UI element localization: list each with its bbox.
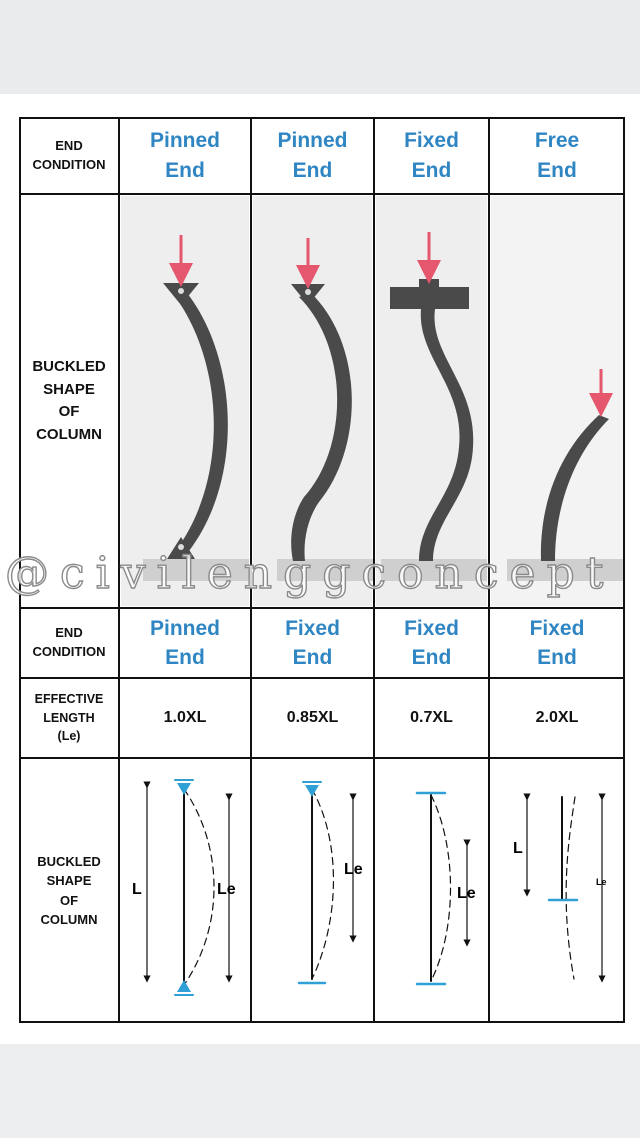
- condition-line: Pinned: [149, 616, 220, 640]
- label-line: COLUMN: [40, 912, 98, 927]
- pin-support-icon: [177, 980, 191, 992]
- condition-line: Free: [534, 129, 580, 153]
- label-line: OF: [59, 892, 79, 908]
- label-line: OF: [58, 403, 80, 420]
- label-line: END: [55, 137, 83, 153]
- watermark: @civilenggconcept: [4, 547, 615, 599]
- label-line: EFFECTIVE: [34, 691, 104, 706]
- photo-bg-2: [253, 196, 372, 606]
- label-line: COLUMN: [36, 425, 102, 443]
- condition-line: Pinned: [149, 129, 220, 153]
- base-plate: [381, 559, 487, 581]
- condition-line: End: [165, 158, 205, 182]
- base-plate: [143, 559, 249, 581]
- label-line: CONDITION: [32, 156, 106, 172]
- diagram-4-l-label: L: [513, 840, 523, 857]
- condition-line: End: [292, 646, 333, 669]
- condition-line: Fixed: [404, 129, 459, 153]
- row-label-end-condition-bottom: END CONDITION: [19, 608, 119, 678]
- label-line: BUCKLED: [32, 358, 106, 375]
- label-line: (Le): [57, 729, 81, 744]
- effective-length-value: 1.0XL: [163, 709, 207, 726]
- condition-line: End: [537, 158, 577, 182]
- condition-line: Fixed: [404, 616, 459, 640]
- diagram-1-l-label: L: [132, 881, 142, 898]
- condition-line: End: [411, 158, 452, 182]
- table-grid-lines: [19, 117, 625, 1023]
- label-line: SHAPE: [43, 380, 95, 398]
- label-line: CONDITION: [32, 644, 106, 659]
- pin-support-icon: [305, 785, 319, 797]
- condition-line: Fixed: [529, 616, 585, 640]
- condition-line: End: [411, 646, 452, 669]
- top-fixed-plate: [390, 287, 469, 309]
- effective-length-col-2: 0.85XL: [251, 678, 374, 758]
- diagram-fixed-fixed: [415, 791, 471, 986]
- effective-length-col-4: 2.0XL: [489, 678, 625, 758]
- column-photo-1: [143, 235, 249, 581]
- pin-support-icon: [177, 783, 191, 795]
- diagram-3-le-label: Le: [457, 885, 476, 902]
- condition-line: Fixed: [285, 616, 340, 640]
- steel-column: [540, 415, 609, 561]
- diagram-2-le-label: Le: [344, 861, 363, 878]
- row-label-buckled-shape-photo: BUCKLED SHAPE OF COLUMN: [19, 194, 119, 608]
- base-plate: [277, 559, 373, 581]
- diagram-1-le-label: Le: [217, 881, 236, 898]
- label-line: BUCKLED: [37, 853, 101, 869]
- diagram-4-le-label: Le: [596, 877, 607, 887]
- top-margin: [0, 0, 640, 94]
- condition-line: End: [165, 646, 205, 669]
- diagram-pinned-fixed: [297, 781, 357, 985]
- label-line: SHAPE: [46, 873, 92, 888]
- steel-column: [291, 293, 352, 561]
- buckling-diagrams: L Le Le Le L Le: [132, 779, 607, 996]
- column-photo-3: [381, 232, 487, 581]
- bottom-margin: [0, 1044, 640, 1138]
- label-line: LENGTH: [43, 710, 95, 725]
- effective-length-col-3: 0.7XL: [374, 678, 489, 758]
- diagram-pinned-pinned: [143, 779, 233, 996]
- diagram-free-fixed: [523, 793, 606, 983]
- steel-column: [174, 293, 228, 551]
- effective-length-value: 0.85XL: [286, 709, 339, 726]
- column-photo-4: [507, 369, 623, 581]
- row-label-buckled-shape-diagram: BUCKLED SHAPE OF COLUMN: [19, 758, 119, 1023]
- column-photo-illustrations: [121, 196, 623, 606]
- effective-length-value: 2.0XL: [535, 709, 579, 726]
- row-label-effective-length: EFFECTIVE LENGTH (Le): [19, 678, 119, 758]
- steel-column: [419, 309, 474, 561]
- effective-length-value: 0.7XL: [410, 709, 453, 726]
- effective-length-col-1: 1.0XL: [119, 678, 251, 758]
- label-line: END: [55, 625, 83, 641]
- condition-line: Pinned: [277, 129, 348, 153]
- condition-line: End: [537, 646, 577, 669]
- column-photo-2: [277, 238, 373, 581]
- row-label-end-condition-top: END CONDITION: [19, 117, 119, 194]
- base-plate: [507, 559, 623, 581]
- condition-line: End: [292, 158, 333, 182]
